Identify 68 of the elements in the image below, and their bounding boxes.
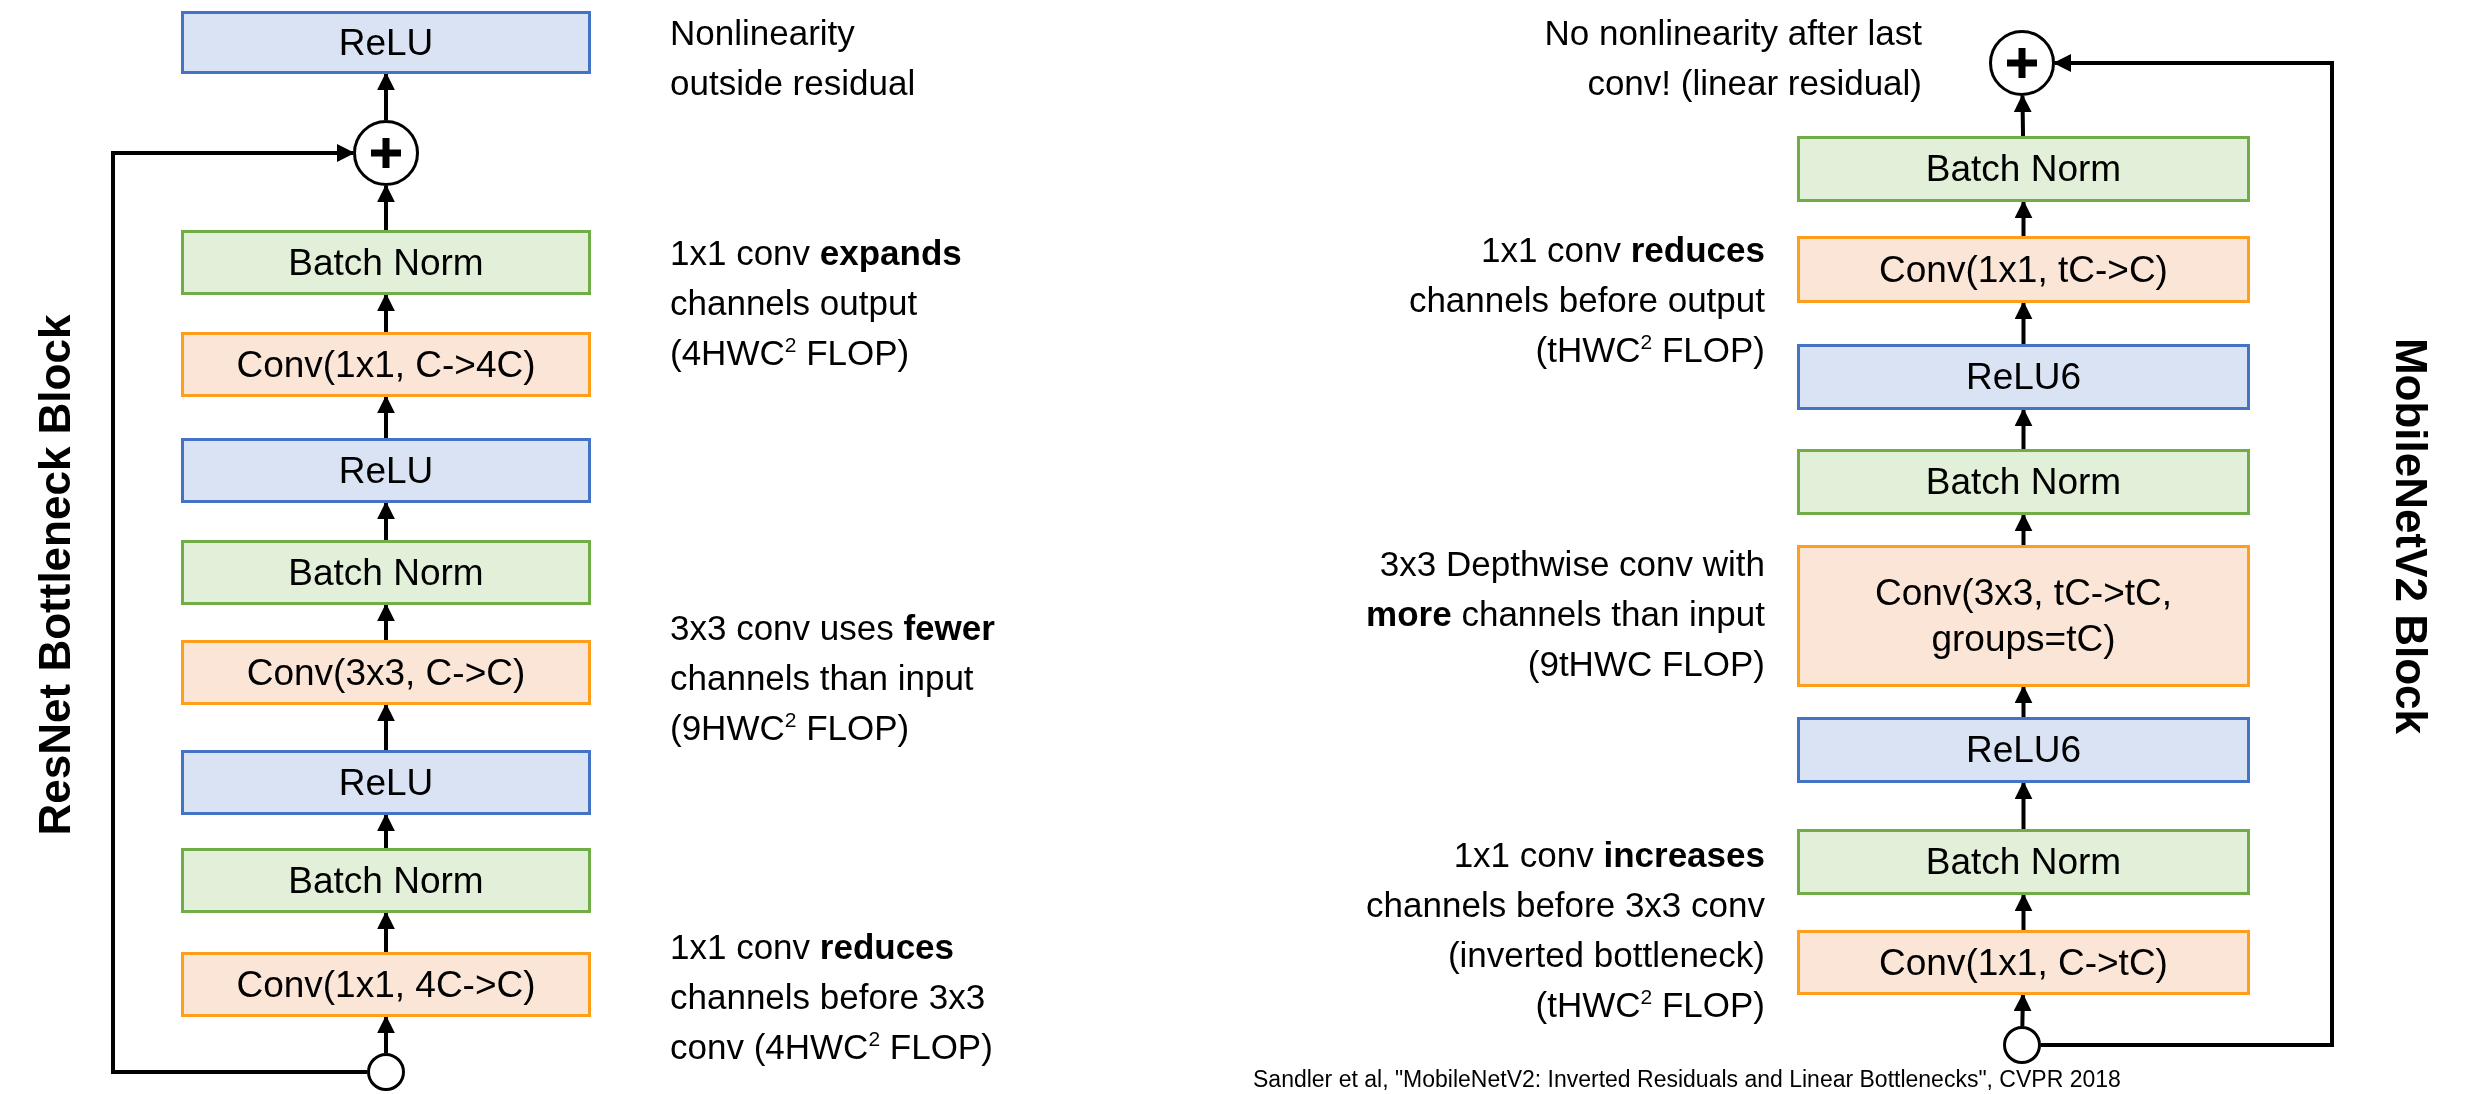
- annotation-text: No nonlinearity after last conv! (linear residual): [1543, 12, 1922, 104]
- arrow: [2013, 993, 2032, 1027]
- layer-label: ReLU: [337, 760, 435, 805]
- arrow: [377, 1015, 395, 1053]
- layer-label: Batch Norm: [287, 858, 485, 903]
- layer-label: Conv(3x3, C->C): [245, 650, 527, 695]
- arrow: [2014, 781, 2033, 829]
- convolution-box: [181, 640, 591, 705]
- convolution-box: [181, 332, 591, 397]
- layer-label: ReLU6: [1964, 728, 2083, 772]
- layer-label: Conv(1x1, C->tC): [1878, 940, 2169, 985]
- convolution-box: [1797, 930, 2250, 995]
- layer-label: Batch Norm: [1924, 147, 2123, 191]
- batch-norm-box: [1797, 136, 2250, 202]
- convolution-box: [1797, 236, 2250, 303]
- input-node: [367, 1053, 405, 1091]
- block-title: ResNet Bottleneck Block: [30, 314, 80, 836]
- layer-label: ReLU: [337, 448, 435, 493]
- convolution-box: [1797, 545, 2250, 687]
- annotation-text: 3x3 Depthwise conv with more channels than input (9tHWC FLOP): [1365, 543, 1765, 685]
- citation-caption: Sandler et al, "MobileNetV2: Inverted Residuals and Linear Bottlenecks", CVPR 2018: [1253, 1066, 2121, 1093]
- layer-label: Conv(1x1, 4C->C): [235, 962, 537, 1007]
- arrow: [377, 813, 395, 848]
- arrow: [2014, 893, 2033, 930]
- activation-layer-box: [181, 750, 591, 815]
- arrow: [2014, 685, 2033, 717]
- annotation-text: 1x1 conv expands channels output (4HWC$^{2}$ FLOP): [670, 232, 963, 374]
- batch-norm-box: [181, 230, 591, 295]
- arrow: [377, 911, 395, 952]
- activation-layer-box: [181, 438, 591, 503]
- activation-layer-box: [181, 11, 591, 74]
- annotation-text: Nonlinearity outside residual: [670, 12, 917, 104]
- batch-norm-box: [1797, 449, 2250, 515]
- input-node: [2003, 1026, 2041, 1064]
- layer-label: Batch Norm: [287, 240, 485, 285]
- block-title: MobileNetV2 Block: [2386, 337, 2436, 735]
- layer-label: ReLU: [337, 20, 435, 65]
- batch-norm-box: [181, 848, 591, 913]
- layer-label: Conv(1x1, C->4C): [235, 342, 537, 387]
- arrow: [2014, 513, 2033, 545]
- annotation-text: 1x1 conv reduces channels before 3x3 conv (4HWC$^{2}$ FLOP): [670, 926, 994, 1068]
- arrow: [2014, 301, 2033, 344]
- arrow: [377, 703, 395, 750]
- annotation-text: 1x1 conv reduces channels before output (tHWC$^{2}$ FLOP): [1407, 229, 1765, 371]
- batch-norm-box: [181, 540, 591, 605]
- arrow: [377, 501, 395, 540]
- activation-layer-box: [1797, 717, 2250, 783]
- arrow: [377, 603, 395, 640]
- layer-label: ReLU6: [1964, 355, 2083, 399]
- arrow: [377, 395, 395, 438]
- convolution-box: [181, 952, 591, 1017]
- arrow: [2014, 200, 2033, 236]
- annotation-text: 3x3 conv uses fewer channels than input (9HWC$^{2}$ FLOP): [670, 607, 996, 749]
- arrow: [377, 293, 395, 332]
- activation-layer-box: [1797, 344, 2250, 410]
- arrow: [111, 144, 367, 1074]
- batch-norm-box: [1797, 829, 2250, 895]
- layer-label: Batch Norm: [287, 550, 485, 595]
- arrow: [2014, 408, 2033, 449]
- layer-label: Conv(1x1, tC->C): [1878, 247, 2169, 292]
- layer-label: Conv(3x3, tC->tC, groups=tC): [1873, 571, 2174, 661]
- arrow: [2013, 94, 2032, 137]
- layer-label: Batch Norm: [1924, 840, 2123, 884]
- arrow: [377, 72, 395, 120]
- arrow: [377, 184, 395, 230]
- layer-label: Batch Norm: [1924, 460, 2123, 504]
- arrow: [2041, 54, 2334, 1047]
- annotation-text: 1x1 conv increases channels before 3x3 conv (inverted bottleneck) (tHWC$^{2}$ FLOP): [1365, 834, 1765, 1026]
